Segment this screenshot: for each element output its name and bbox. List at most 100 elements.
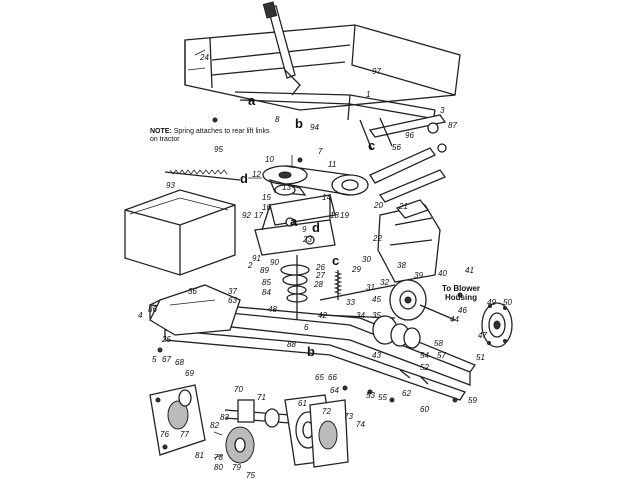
part-label-61: 61 <box>298 399 307 408</box>
callout-letter-c-2: c <box>332 253 339 268</box>
part-label-11: 11 <box>328 160 336 169</box>
callout-letter-b-2: b <box>307 344 315 359</box>
part-label-51: 51 <box>476 353 485 362</box>
part-label-6: 6 <box>304 323 309 332</box>
part-label-3: 3 <box>440 106 445 115</box>
part-label-46: 46 <box>458 306 467 315</box>
part-label-57: 57 <box>437 351 446 360</box>
part-label-54: 54 <box>420 351 429 360</box>
part-label-89: 89 <box>260 266 269 275</box>
blower-hub <box>481 302 513 348</box>
lift-link-arms <box>359 114 447 203</box>
part-label-29: 29 <box>351 265 361 274</box>
part-label-21: 21 <box>398 202 408 211</box>
part-label-95: 95 <box>214 145 223 154</box>
part-label-97: 97 <box>372 67 381 76</box>
part-label-45: 45 <box>372 295 381 304</box>
callout-letter-a: a <box>248 93 256 108</box>
part-label-28: 28 <box>313 280 323 289</box>
blower-housing-label: To Blower Housing <box>441 284 481 302</box>
storage-box <box>124 189 236 276</box>
part-label-59: 59 <box>468 396 477 405</box>
part-label-38: 38 <box>397 261 406 270</box>
part-label-7: 7 <box>318 147 323 156</box>
part-label-39: 39 <box>414 271 423 280</box>
part-label-93: 93 <box>166 181 175 190</box>
part-label-69: 69 <box>185 369 194 378</box>
part-label-87: 87 <box>448 121 457 130</box>
part-label-40: 40 <box>438 269 447 278</box>
part-label-82: 82 <box>210 421 219 430</box>
callout-letter-d-2: d <box>312 220 320 235</box>
part-label-76: 76 <box>160 430 169 439</box>
part-label-44: 44 <box>450 315 459 324</box>
part-label-30: 30 <box>362 255 371 264</box>
part-label-66: 66 <box>328 373 337 382</box>
belt-guard <box>377 199 441 283</box>
part-label-79: 79 <box>232 463 241 472</box>
part-label-31: 31 <box>366 283 375 292</box>
part-label-32: 32 <box>380 278 389 287</box>
callout-letter-c: c <box>368 138 375 153</box>
part-label-48: 48 <box>268 305 277 314</box>
callout-letter-d: d <box>240 171 248 186</box>
shield-plate <box>149 284 241 336</box>
part-label-92: 92 <box>242 211 251 220</box>
part-label-55: 55 <box>378 393 387 402</box>
part-label-5: 5 <box>152 355 157 364</box>
part-label-18: 18 <box>330 211 339 220</box>
hardware-bolts <box>157 117 463 403</box>
part-label-35: 35 <box>372 311 381 320</box>
part-label-25: 25 <box>161 335 171 344</box>
part-label-96: 96 <box>405 131 414 140</box>
part-label-2: 2 <box>247 261 253 270</box>
part-label-88: 88 <box>287 340 296 349</box>
part-label-84: 84 <box>262 288 271 297</box>
part-label-27: 27 <box>315 271 325 280</box>
part-label-73: 73 <box>344 412 353 421</box>
callout-letter-b: b <box>295 116 303 131</box>
upper-pulley-assembly <box>248 155 369 196</box>
callout-letter-a-2: a <box>290 214 298 229</box>
part-label-14: 14 <box>322 193 331 202</box>
part-label-8: 8 <box>275 115 280 124</box>
gear-shaft <box>224 399 291 428</box>
part-label-50: 50 <box>503 298 512 307</box>
part-label-17: 17 <box>254 211 263 220</box>
part-label-68: 68 <box>175 358 184 367</box>
part-label-12: 12 <box>252 170 261 179</box>
part-label-85: 85 <box>262 278 271 287</box>
part-label-53: 53 <box>366 391 375 400</box>
part-label-77: 77 <box>180 430 189 439</box>
drive-pulley-stack <box>280 255 310 320</box>
part-label-37: 37 <box>228 287 237 296</box>
part-label-47: 47 <box>478 331 487 340</box>
part-label-83: 83 <box>220 413 229 422</box>
part-label-81: 81 <box>195 451 204 460</box>
gear-sprocket <box>213 426 255 464</box>
lift-handle <box>262 1 301 96</box>
part-label-91: 91 <box>252 254 261 263</box>
part-label-58: 58 <box>434 339 443 348</box>
part-label-60: 60 <box>420 405 429 414</box>
idler-bracket <box>254 194 336 256</box>
part-label-20: 20 <box>373 201 383 210</box>
part-label-22: 22 <box>372 234 382 243</box>
part-label-71: 71 <box>257 393 266 402</box>
part-label-26: 26 <box>315 263 325 272</box>
gear-housing-left <box>149 384 206 456</box>
spring-note-text: Spring attaches to rear lift links on tr… <box>150 128 270 143</box>
part-label-90: 90 <box>270 258 279 267</box>
part-label-24: 24 <box>199 53 209 62</box>
part-label-41: 41 <box>465 266 474 275</box>
part-label-13: 13 <box>282 183 291 192</box>
drive-pulley-right <box>319 279 456 349</box>
part-label-72: 72 <box>322 407 331 416</box>
part-label-43: 43 <box>372 351 381 360</box>
part-label-19: 19 <box>340 211 349 220</box>
part-label-63: 63 <box>228 296 237 305</box>
adjustment-rod <box>333 270 343 300</box>
part-label-94: 94 <box>310 123 319 132</box>
